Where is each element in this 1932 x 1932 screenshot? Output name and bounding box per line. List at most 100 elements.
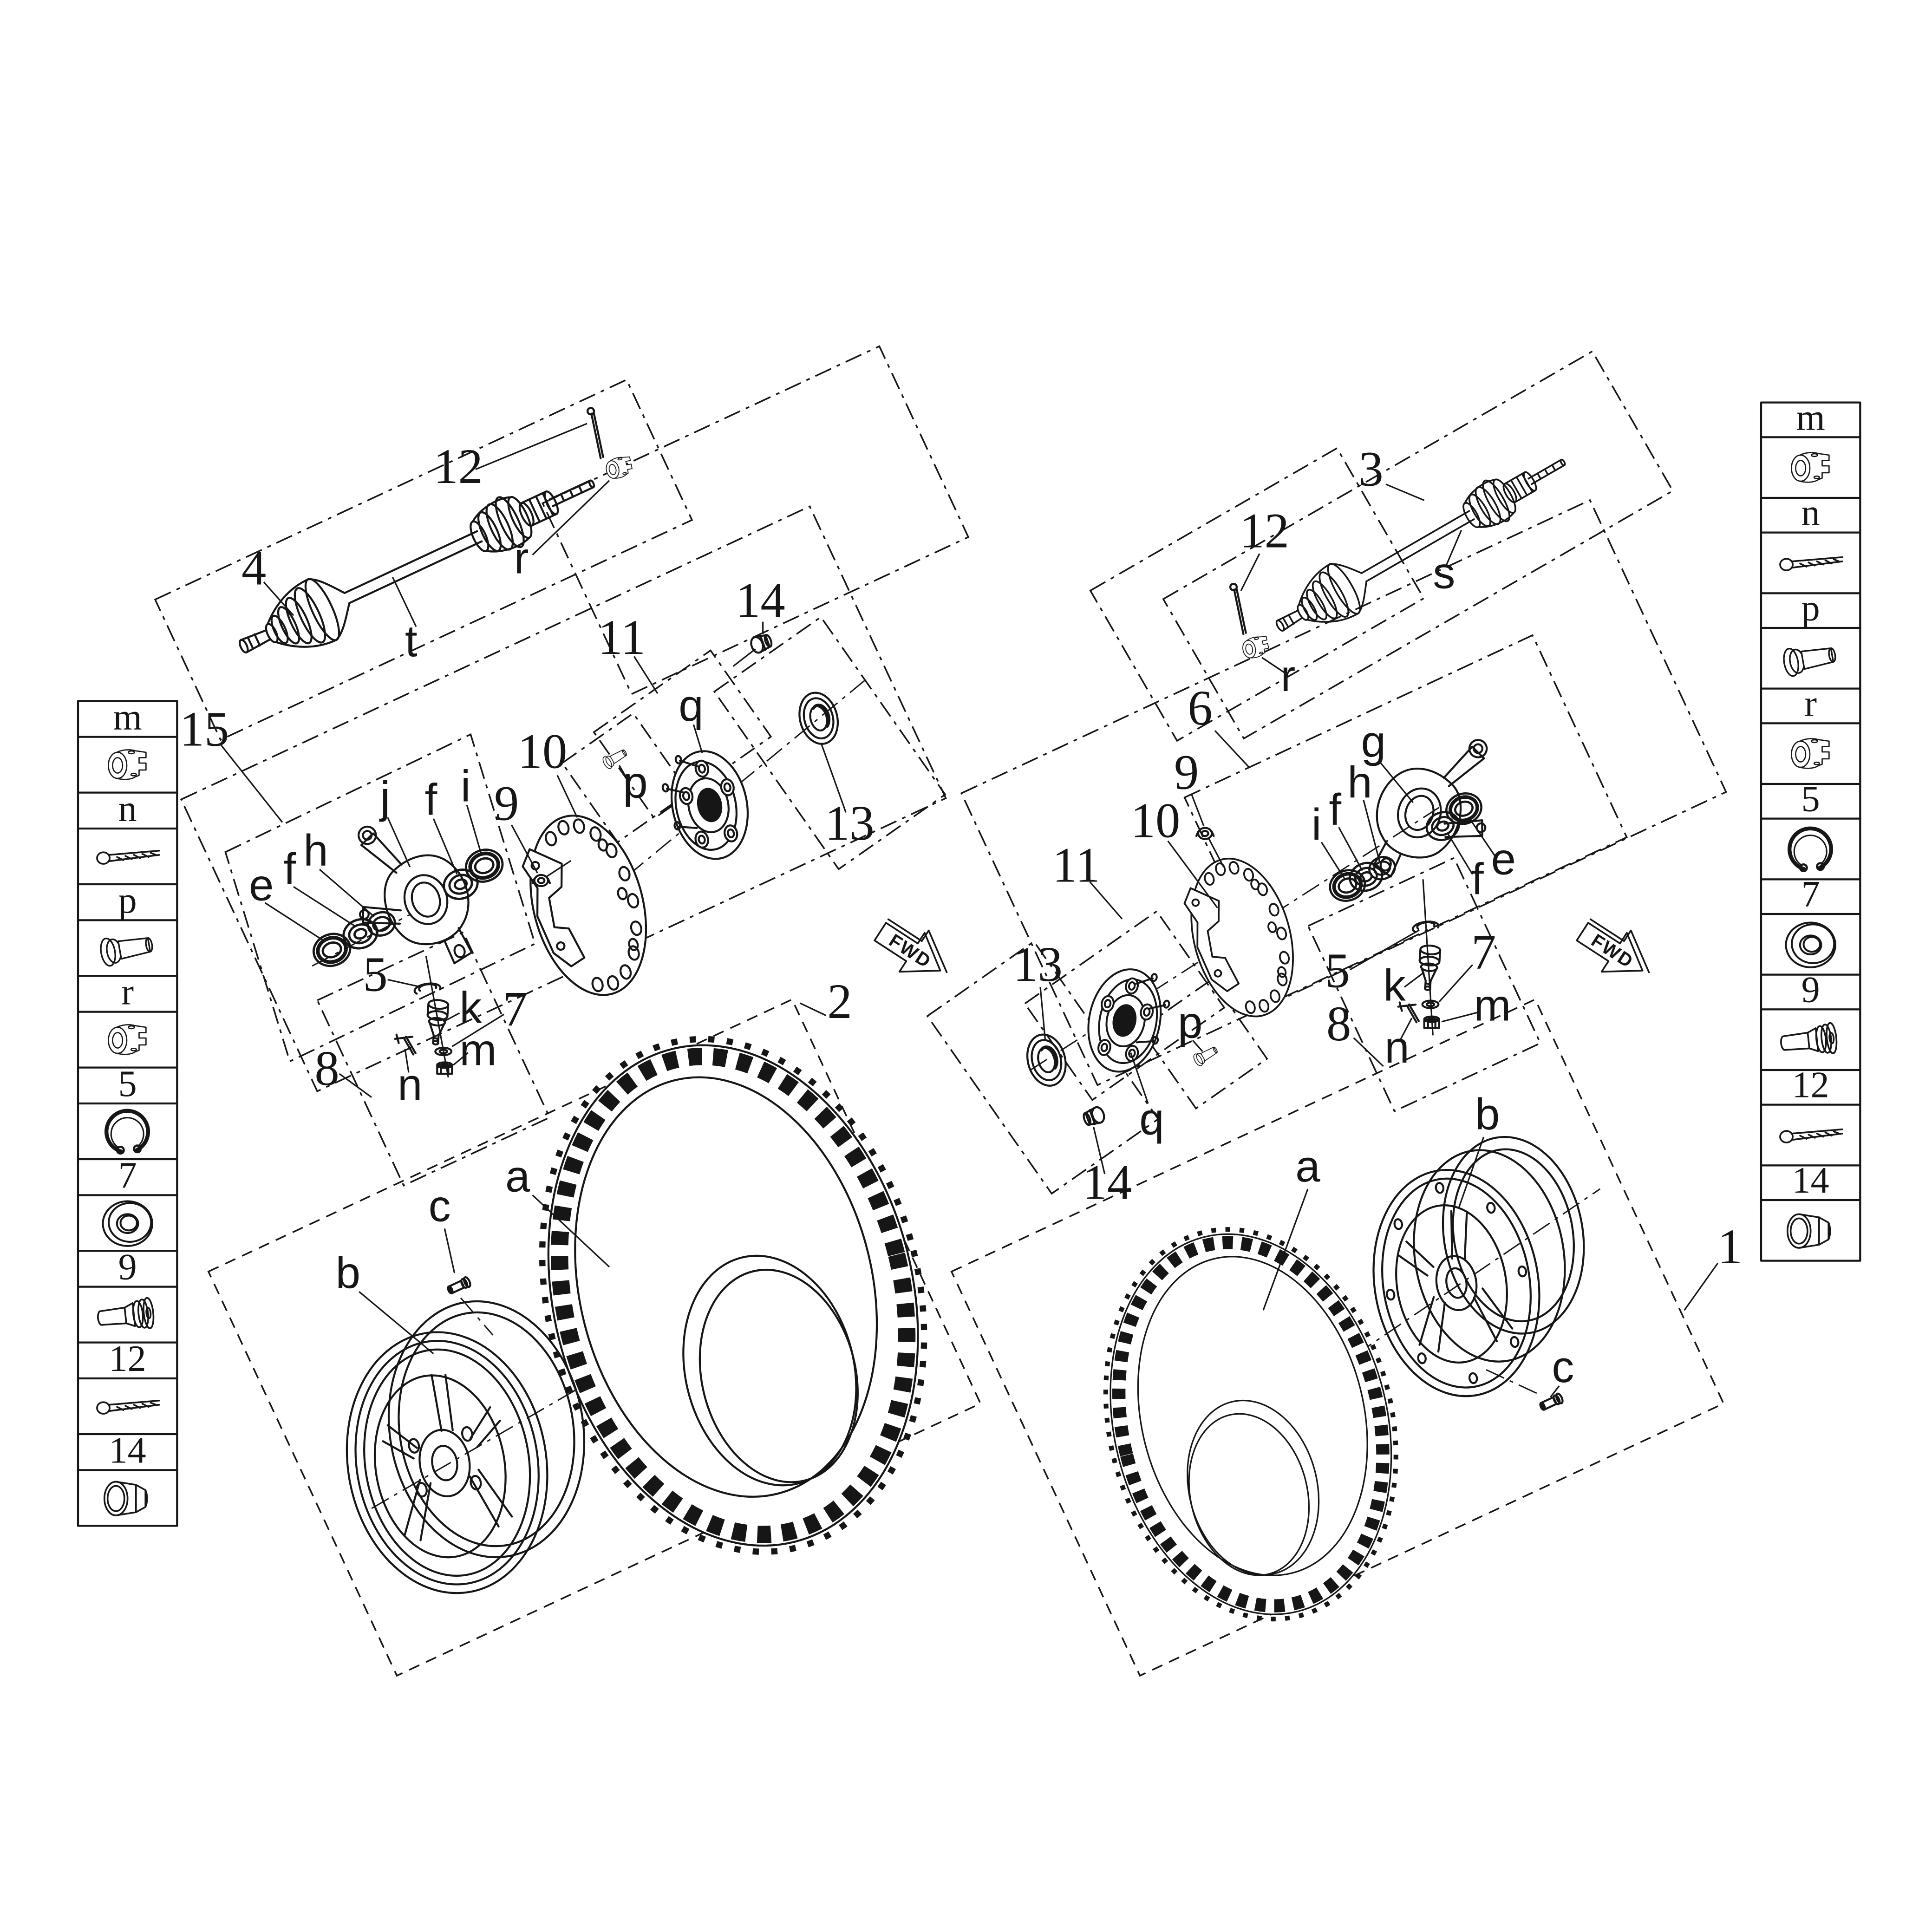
- oil-seal-outer: [462, 845, 507, 887]
- stud-group-box: [1139, 978, 1268, 1110]
- callout-tire: a: [1295, 1142, 1320, 1191]
- callout-axle-group: 4: [242, 541, 266, 596]
- lug-nut-icon: [1786, 1213, 1831, 1249]
- legend-label: 5: [1801, 779, 1820, 820]
- legend-label: 5: [118, 1064, 137, 1104]
- callout-bearing-cap: 13: [1013, 937, 1063, 992]
- callout-snap-ring: 5: [1325, 943, 1350, 998]
- left-leader-lines: [220, 423, 847, 1354]
- callout-disc-bolt: 9: [1174, 745, 1199, 800]
- axle-castle-nut: [1240, 634, 1271, 660]
- callout-hub-bolt: 14: [736, 573, 785, 628]
- left-assembly: FWD 4 12 t r: [154, 345, 980, 1677]
- snap-ring-icon: [106, 1111, 148, 1154]
- callout-spacer: h: [1347, 757, 1372, 807]
- legend-label: m: [1796, 397, 1825, 438]
- callout-washer: 7: [503, 982, 528, 1037]
- bearing-cap: [794, 688, 843, 748]
- legend-label: 12: [109, 1338, 146, 1379]
- hub-bolt: [1082, 1105, 1106, 1127]
- legend-label: n: [118, 789, 137, 829]
- ball-joint-stack: [1397, 879, 1441, 1036]
- legend-label: 9: [1801, 969, 1820, 1010]
- wheel-group-box: [950, 998, 1725, 1677]
- callout-knuckle-group: 15: [180, 702, 229, 757]
- callout-hub: q: [1139, 1095, 1164, 1144]
- legend-label: 12: [1792, 1065, 1829, 1106]
- callout-ball-joint-group: 8: [1326, 997, 1351, 1051]
- legend-separators: [1760, 436, 1861, 1201]
- callout-valve: c: [429, 1181, 451, 1231]
- snap-ring-icon: [1789, 829, 1831, 871]
- right-part-legend: m n p r 5 7 9 12 14: [1760, 397, 1861, 1262]
- callout-joint-nut: m: [459, 1025, 496, 1075]
- callout-split-pin: n: [1384, 1023, 1409, 1072]
- axle-group-box: [154, 379, 693, 741]
- callout-ball-joint-group: 8: [314, 1041, 339, 1096]
- callout-axle-group: 3: [1358, 442, 1383, 496]
- callout-hub: q: [679, 681, 703, 731]
- legend-label: 14: [1792, 1160, 1829, 1201]
- callout-hub-bolt: 14: [1083, 1155, 1132, 1210]
- callout-washer: 7: [1471, 925, 1496, 979]
- callout-split-pin: n: [398, 1060, 422, 1110]
- washer-icon: [103, 1201, 152, 1246]
- legend-label: n: [1801, 493, 1820, 534]
- tire: [1066, 1198, 1436, 1650]
- castle-nut-icon: [108, 1024, 147, 1055]
- callout-seal-inner: e: [249, 861, 274, 910]
- cotter-pin-icon: [1779, 556, 1843, 571]
- stud-group-box: [561, 712, 690, 843]
- callout-brake-disc: 10: [1131, 794, 1181, 849]
- snap-ring-part: [414, 982, 441, 994]
- callout-wheel-stud: p: [623, 757, 647, 807]
- cotter-pin-icon: [96, 849, 160, 865]
- joint-nut-part: [437, 1062, 452, 1074]
- legend-label: 9: [118, 1247, 137, 1288]
- hub-group-box: [593, 649, 772, 820]
- knuckle-group-box: [224, 733, 536, 1063]
- valve-stem-icon: [1778, 1021, 1839, 1060]
- left-callout-labels: 4 12 t r 14 13 11 q p 10 9 15 j f i h f …: [180, 439, 875, 1298]
- wheel-hub: [1079, 963, 1175, 1080]
- callout-hub-group: 11: [1052, 838, 1100, 893]
- callout-knuckle: j: [379, 772, 390, 822]
- callout-rim: b: [336, 1248, 360, 1298]
- fwd-arrow-label: FWD: [1587, 930, 1637, 973]
- callout-seal-outer: i: [461, 761, 470, 811]
- legend-label: p: [1801, 588, 1820, 629]
- callout-joint-nut: m: [1474, 980, 1511, 1030]
- brake-disc: [512, 803, 665, 1008]
- axle-cotter-pin: [1230, 584, 1246, 634]
- legend-label: p: [118, 880, 137, 921]
- steering-knuckle: [334, 803, 487, 986]
- legend-label: m: [113, 697, 142, 738]
- callout-cotter-pin: 12: [1240, 504, 1289, 559]
- callout-knuckle: g: [1361, 717, 1386, 766]
- castle-nut-icon: [1791, 452, 1830, 483]
- valve-stem-icon: [95, 1296, 156, 1335]
- callout-seal-inner: e: [1491, 835, 1516, 884]
- right-leader-lines: [1039, 483, 1718, 1397]
- callout-bearing-inner: f: [284, 844, 296, 894]
- tire-valve: [446, 1276, 471, 1295]
- lug-nut-icon: [103, 1481, 148, 1516]
- bearing-group-box: [713, 616, 946, 870]
- ball-joint-stack: [394, 956, 452, 1078]
- callout-hub-group: 11: [598, 610, 646, 665]
- legend-separators: [77, 736, 178, 1471]
- axle-castle-nut: [604, 455, 634, 481]
- legend-label: 14: [109, 1430, 146, 1471]
- callout-ball-joint: k: [1384, 961, 1406, 1011]
- callout-bearing-cap: 13: [825, 796, 875, 851]
- callout-castle-nut: r: [1280, 651, 1295, 701]
- callout-valve: c: [1552, 1342, 1574, 1392]
- right-assembly: FWD 3 12 s r 6: [926, 350, 1743, 1677]
- callout-seal-outer: i: [1312, 800, 1321, 849]
- axle-cotter-pin: [587, 408, 603, 458]
- callout-cotter-pin: 12: [433, 439, 483, 494]
- cv-axle: [1263, 436, 1580, 653]
- callout-rim: b: [1475, 1090, 1500, 1139]
- washer-icon: [1786, 923, 1835, 967]
- callout-castle-nut: r: [514, 534, 529, 583]
